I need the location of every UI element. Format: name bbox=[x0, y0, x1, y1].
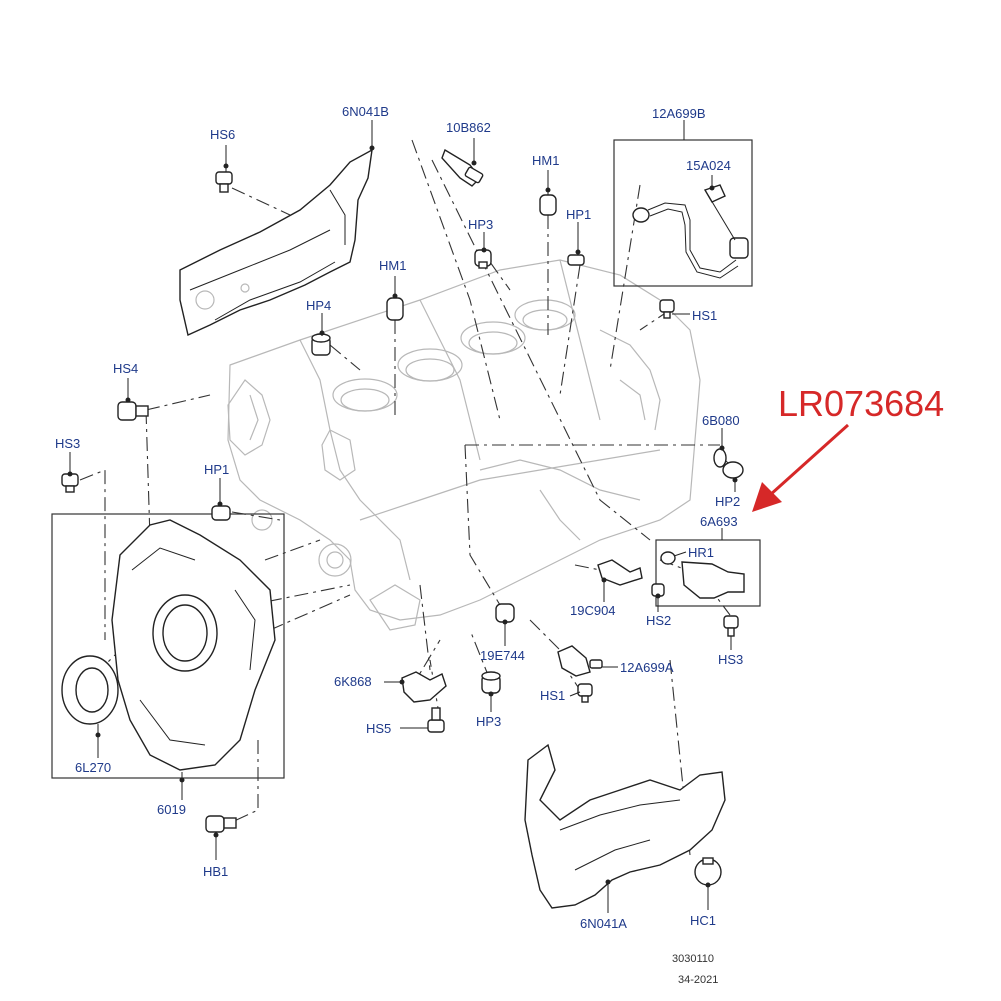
hm1-dowel-mid bbox=[386, 297, 404, 321]
6l270-oil-seal bbox=[61, 655, 119, 725]
hs3-bolt-right bbox=[723, 615, 739, 637]
label-6n041a: 6N041A bbox=[580, 916, 627, 931]
6b080-seal bbox=[713, 448, 744, 479]
frame-12a699b bbox=[613, 139, 753, 287]
front-cover-6019 bbox=[111, 519, 276, 771]
label-hp3-bottom: HP3 bbox=[476, 714, 501, 729]
label-hp1-top: HP1 bbox=[566, 207, 591, 222]
label-12a699a: 12A699A bbox=[620, 660, 674, 675]
label-19e744: 19E744 bbox=[480, 648, 525, 663]
label-hr1: HR1 bbox=[688, 545, 714, 560]
19e744-cap bbox=[495, 603, 515, 623]
label-hm1-mid: HM1 bbox=[379, 258, 406, 273]
label-hb1: HB1 bbox=[203, 864, 228, 879]
upper-timing-cover bbox=[179, 148, 373, 336]
hp3-plug-top bbox=[474, 249, 492, 269]
hp4-plug bbox=[311, 333, 331, 356]
label-10b862: 10B862 bbox=[446, 120, 491, 135]
label-hs3-left: HS3 bbox=[55, 436, 80, 451]
label-hp3-top: HP3 bbox=[468, 217, 493, 232]
10b862-sensor bbox=[441, 148, 484, 187]
label-hs2: HS2 bbox=[646, 613, 671, 628]
callout-leaders bbox=[67, 120, 738, 913]
label-15a024: 15A024 bbox=[686, 158, 731, 173]
engine-block bbox=[227, 259, 701, 631]
part-number-callout: LR073684 bbox=[778, 383, 944, 424]
label-hs3-right: HS3 bbox=[718, 652, 743, 667]
12a699b-sensor bbox=[632, 184, 749, 279]
label-6019: 6019 bbox=[157, 802, 186, 817]
hs3-bolt-left bbox=[61, 473, 79, 493]
label-19c904: 19C904 bbox=[570, 603, 616, 618]
label-hs5: HS5 bbox=[366, 721, 391, 736]
frame-6019 bbox=[51, 513, 285, 779]
label-hs4: HS4 bbox=[113, 361, 138, 376]
hp1-plug-top bbox=[567, 254, 585, 266]
lower-timing-cover bbox=[524, 743, 726, 909]
hs4-bolt bbox=[117, 401, 149, 421]
label-hp4: HP4 bbox=[306, 298, 331, 313]
label-6n041b: 6N041B bbox=[342, 104, 389, 119]
label-12a699b: 12A699B bbox=[652, 106, 706, 121]
hp3-plug-bottom bbox=[481, 671, 501, 694]
hm1-dowel-top bbox=[539, 194, 557, 216]
label-6k868: 6K868 bbox=[334, 674, 372, 689]
label-hs1-bottom: HS1 bbox=[540, 688, 565, 703]
hs1-bolt-top bbox=[659, 299, 675, 319]
label-hp1-left: HP1 bbox=[204, 462, 229, 477]
label-hs1-top: HS1 bbox=[692, 308, 717, 323]
6k868-bracket bbox=[401, 671, 447, 703]
label-hs6: HS6 bbox=[210, 127, 235, 142]
hs1-bolt-bottom bbox=[577, 683, 593, 703]
12a699a-sensor bbox=[557, 645, 603, 677]
footer-ref-1: 3030110 bbox=[672, 953, 714, 965]
hs6-bolt bbox=[215, 171, 233, 193]
label-6l270: 6L270 bbox=[75, 760, 111, 775]
label-hc1: HC1 bbox=[690, 913, 716, 928]
frame-6a693 bbox=[655, 539, 761, 607]
label-hm1-top: HM1 bbox=[532, 153, 559, 168]
label-hp2: HP2 bbox=[715, 494, 740, 509]
hb1-bolt bbox=[205, 815, 237, 833]
hp1-plug-left bbox=[211, 505, 231, 521]
label-6a693: 6A693 bbox=[700, 514, 738, 529]
label-6b080: 6B080 bbox=[702, 413, 740, 428]
6a693-solenoid bbox=[660, 551, 745, 599]
footer-ref-2: 34-2021 bbox=[678, 974, 718, 986]
hc1-cap bbox=[694, 857, 722, 886]
hs5-bolt bbox=[427, 707, 445, 733]
red-callout-arrow bbox=[752, 423, 850, 512]
